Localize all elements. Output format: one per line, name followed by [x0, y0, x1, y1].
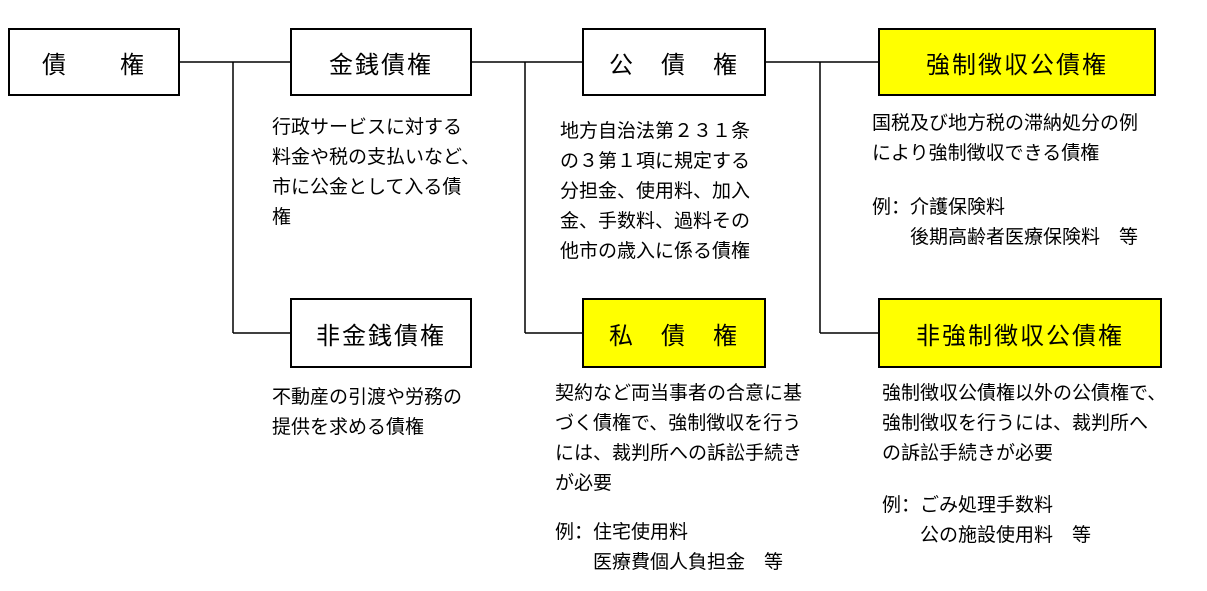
node-forced-collection-claims: 強制徴収公債権 — [878, 28, 1156, 96]
node-root-claims: 債 権 — [8, 28, 180, 96]
node-private-label: 私 債 権 — [609, 321, 739, 350]
node-non-forced-collection-claims: 非強制徴収公債権 — [878, 298, 1162, 368]
node-monetary-claims: 金銭債権 — [290, 28, 472, 96]
forced-description: 国税及び地方税の滞納処分の例 により強制徴収できる債権 — [872, 112, 1139, 164]
node-non-monetary-label: 非金銭債権 — [316, 321, 446, 350]
non-forced-example: 例：ごみ処理手数料 公の施設使用料 等 — [882, 494, 1092, 546]
forced-example: 例：介護保険料 後期高齢者医療保険料 等 — [872, 196, 1139, 248]
node-public-label: 公 債 権 — [609, 50, 739, 79]
non-monetary-description: 不動産の引渡や労務の 提供を求める債権 — [272, 386, 463, 438]
node-non-monetary-claims: 非金銭債権 — [290, 298, 472, 368]
node-public-claims: 公 債 権 — [582, 28, 766, 96]
node-non-forced-label: 非強制徴収公債権 — [916, 321, 1124, 350]
node-root-label: 債 権 — [42, 50, 146, 79]
private-description: 契約など両当事者の合意に基 づく債権で、強制徴収を行う には、裁判所への訴訟手続… — [555, 382, 803, 494]
public-description: 地方自治法第２３１条 の３第１項に規定する 分担金、使用料、加入 金、手数料、過… — [560, 120, 751, 262]
private-example: 例：住宅使用料 医療費個人負担金 等 — [555, 521, 784, 573]
monetary-description: 行政サービスに対する 料金や税の支払いなど、 市に公金として入る債 権 — [272, 116, 481, 228]
non-forced-description: 強制徴収公債権以外の公債権で、 強制徴収を行うには、裁判所へ の訴訟手続きが必要 — [882, 382, 1167, 464]
node-monetary-label: 金銭債権 — [329, 50, 433, 79]
node-forced-label: 強制徴収公債権 — [926, 50, 1108, 79]
node-private-claims: 私 債 権 — [582, 298, 766, 368]
